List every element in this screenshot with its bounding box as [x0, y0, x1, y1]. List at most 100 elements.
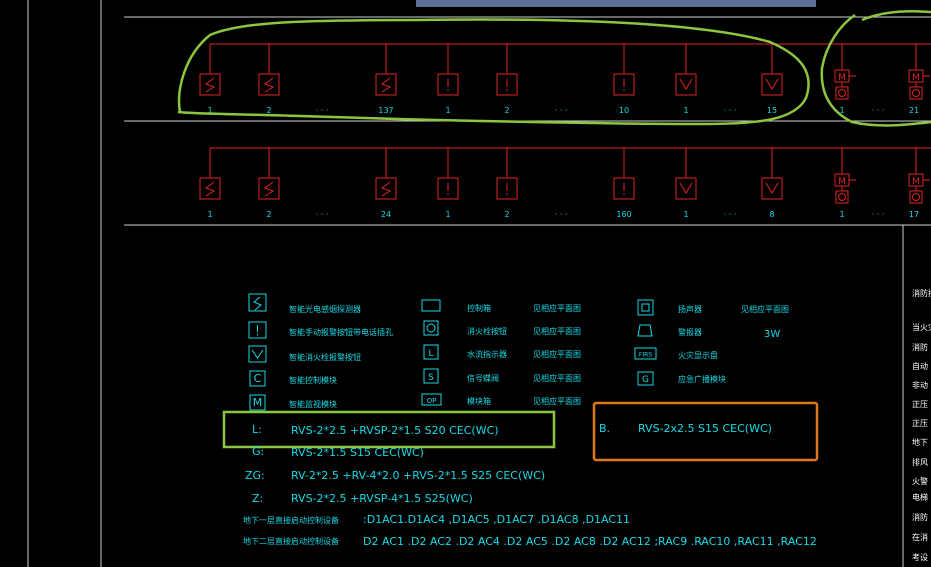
glyph-op: OP [427, 397, 437, 405]
device-count-label: 2 [266, 210, 271, 219]
device-count-label: 1 [445, 106, 450, 115]
legend-text-sounder: 警报器 [678, 327, 702, 337]
top-toolbar-bar[interactable] [416, 0, 816, 7]
side-note-text: 电梯 [912, 492, 928, 502]
legend-text-flow: 水流指示器 [467, 349, 507, 359]
legend-text-smoke: 智能光电感烟探测器 [289, 304, 361, 314]
device-count-label: 2 [266, 106, 271, 115]
manual-alarm-icon[interactable] [613, 73, 635, 96]
hydrant-button-icon[interactable] [675, 177, 697, 200]
glyph-g: G [642, 375, 649, 385]
manual-alarm-icon[interactable] [613, 177, 635, 200]
hydrant-button-icon [248, 345, 267, 363]
fire-shutter-icon [423, 320, 439, 336]
signal-valve-icon [423, 368, 439, 384]
glyph-firs: FIRS [639, 352, 652, 359]
legend-text-broadcast: 应急广播模块 [678, 374, 726, 384]
legend-text-io: 模块箱 [467, 396, 491, 406]
smoke-detector-icon[interactable] [199, 177, 221, 200]
control-value-b2: D2 AC1 .D2 AC2 .D2 AC4 .D2 AC5 .D2 AC8 .… [363, 535, 817, 548]
cable-spec-l: RVS-2*2.5 +RVSP-2*1.5 S20 CEC(WC) [291, 424, 499, 437]
monitor-module-icon[interactable]: M [834, 173, 850, 191]
legend-text-display: 火灾显示盘 [678, 350, 718, 360]
control-label-b1: 地下一层直接启动控制设备 [243, 515, 339, 525]
legend-text-hydrant: 智能消火栓报警按钮 [289, 352, 361, 362]
cable-spec-g: RVS-2*1.5 S15 CEC(WC) [291, 446, 424, 459]
legend-loc-flow: 见相应平面图 [533, 349, 581, 359]
side-note-text: 在消 [912, 532, 928, 542]
monitor-module-icon [249, 394, 266, 411]
smoke-detector-icon[interactable] [375, 177, 397, 200]
fire-display-icon [634, 347, 657, 360]
device-count-label: 160 [616, 210, 631, 219]
legend-text-shutter: 消火栓按钮 [467, 326, 507, 336]
cable-spec-b: RVS-2x2.5 S15 CEC(WC) [638, 422, 772, 435]
svg-text:M: M [838, 73, 846, 83]
legend-loc-box: 见相应平面图 [533, 303, 581, 313]
device-count-label: 1 [207, 210, 212, 219]
cable-key-l: L: [252, 423, 262, 436]
glyph-s: S [428, 373, 434, 383]
device-count-label: 1 [683, 210, 688, 219]
manual-alarm-icon[interactable] [496, 73, 518, 96]
device-count-label: 2 [504, 210, 509, 219]
cable-specs: L: RVS-2*2.5 +RVSP-2*1.5 S20 CEC(WC) G: … [245, 422, 772, 505]
side-note-text: 消防 [912, 512, 928, 522]
fire-shutter-icon[interactable] [909, 190, 923, 204]
side-note-text: 火警 [912, 476, 928, 486]
side-note-text: 非动 [912, 380, 928, 390]
fire-shutter-icon[interactable] [835, 86, 849, 100]
legend-glyphs: C M L S OP FIRS G [253, 349, 653, 409]
hydrant-button-icon[interactable] [761, 177, 783, 200]
fire-shutter-icon[interactable] [909, 86, 923, 100]
control-label-b2: 地下二层直接启动控制设备 [243, 536, 339, 546]
side-note-text: 当火灾 [912, 322, 931, 332]
svg-text:M: M [912, 177, 920, 187]
side-note-text: 考设 [912, 552, 928, 562]
orange-highlight-box-cable-b [592, 401, 819, 462]
smoke-detector-icon[interactable] [258, 73, 280, 96]
smoke-detector-icon[interactable] [258, 177, 280, 200]
side-note-text: 自动 [912, 361, 928, 371]
manual-alarm-icon[interactable] [437, 177, 459, 200]
fire-shutter-icon[interactable] [835, 190, 849, 204]
hydrant-button-icon[interactable] [761, 73, 783, 96]
legend-loc-sounder: 3W [764, 329, 780, 340]
manual-alarm-icon[interactable] [496, 177, 518, 200]
broadcast-icon [637, 371, 654, 386]
ellipsis-label: · · · [316, 210, 329, 219]
monitor-module-icon[interactable]: M [908, 69, 924, 87]
legend-text-speaker: 扬声器 [678, 304, 702, 314]
device-count-label: 137 [378, 106, 393, 115]
hydrant-button-icon[interactable] [675, 73, 697, 96]
manual-alarm-icon[interactable] [437, 73, 459, 96]
device-count-label: 1 [207, 106, 212, 115]
legend-text-valve: 信号蝶阀 [467, 373, 499, 383]
ellipsis-label: · · · [316, 106, 329, 115]
cable-key-zg: ZG: [245, 469, 265, 482]
legend-text-control: 智能控制模块 [289, 375, 337, 385]
cable-spec-zg: RV-2*2.5 +RV-4*2.0 +RVS-2*1.5 S25 CEC(WC… [291, 469, 545, 482]
device-count-label: 15 [767, 106, 777, 115]
device-count-label: 1 [683, 106, 688, 115]
green-highlight-loop-right [820, 10, 931, 127]
ellipsis-label: · · · [555, 106, 568, 115]
smoke-detector-icon[interactable] [375, 73, 397, 96]
monitor-module-icon[interactable]: M [834, 69, 850, 87]
smoke-detector-icon [248, 293, 267, 312]
device-count-label: 10 [619, 106, 629, 115]
cable-key-b: B. [599, 422, 610, 435]
legend-loc-speaker: 见相应平面图 [741, 304, 789, 314]
green-highlight-loop-left [177, 18, 810, 126]
monitor-module-icon[interactable]: M [908, 173, 924, 191]
speaker-icon [637, 299, 654, 316]
side-note-text: 地下 [912, 437, 928, 447]
control-value-b1: :D1AC1.D1AC4 ,D1AC5 ,D1AC7 .D1AC8 ,D1AC1… [363, 513, 630, 526]
device-count-label: 1 [839, 210, 844, 219]
smoke-detector-icon[interactable] [199, 73, 221, 96]
legend-descriptions: 智能光电感烟探测器 智能手动报警按钮带电话插孔 智能消火栓报警按钮 智能控制模块… [289, 303, 789, 409]
device-count-label: 2 [504, 106, 509, 115]
